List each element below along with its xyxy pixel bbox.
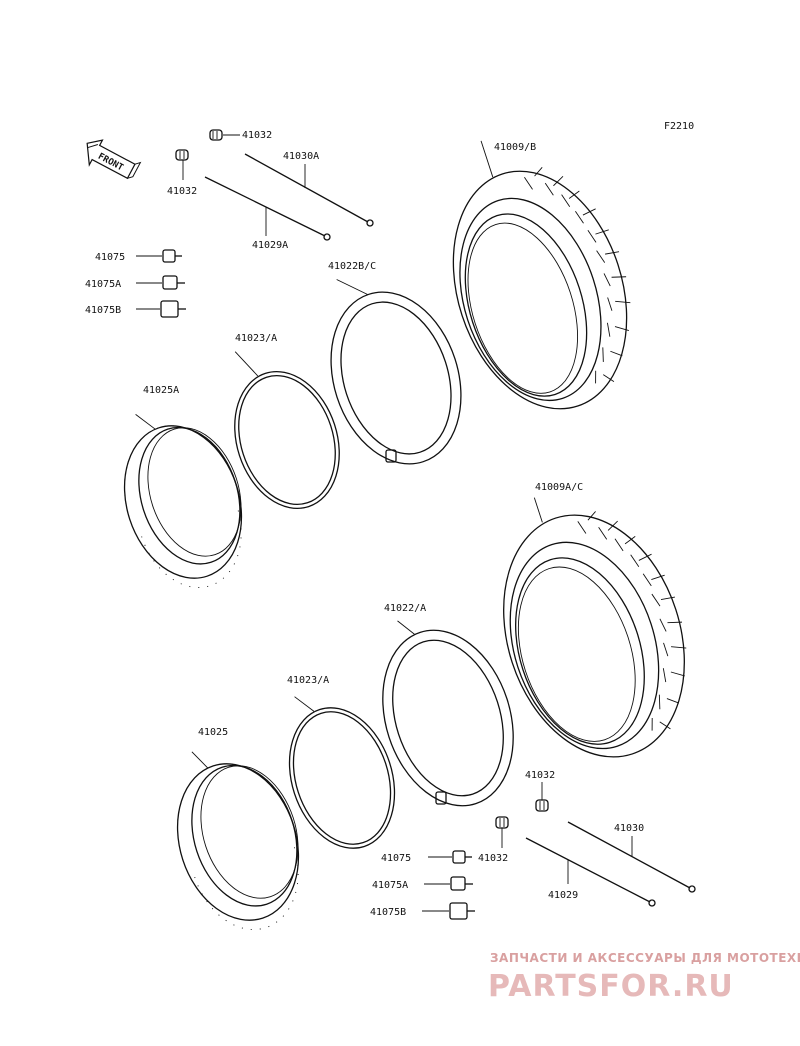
rim-band-lower — [288, 696, 396, 849]
label-41030a: 41030A — [283, 151, 319, 162]
label-41025: 41025 — [198, 727, 228, 738]
label-41075a-bottom: 41075A — [372, 880, 408, 891]
spoke-41030a — [244, 153, 374, 227]
label-41009ac: 41009A/C — [535, 482, 583, 493]
nipple-41075b — [136, 300, 186, 318]
rim-lower — [176, 751, 300, 930]
nipple-41075b-bottom — [422, 902, 475, 920]
label-41029a: 41029A — [252, 240, 288, 251]
label-41009b: 41009/B — [494, 142, 536, 153]
label-41029: 41029 — [548, 890, 578, 901]
valve-cap-lower — [535, 782, 549, 812]
label-41022bc: 41022B/C — [328, 261, 376, 272]
label-41023a-top: 41023/A — [235, 333, 277, 344]
label-41032-b2: 41032 — [478, 853, 508, 864]
watermark-tagline: ЗАПЧАСТИ И АКСЕССУАРЫ ДЛЯ МОТОТЕХНИКИ — [490, 951, 800, 965]
figure-code: F2210 — [664, 121, 694, 132]
spoke-41030 — [567, 821, 696, 893]
rim-band-upper — [234, 351, 340, 509]
label-41075b-bottom: 41075B — [370, 907, 406, 918]
spoke-41029 — [525, 837, 656, 907]
rim-upper — [123, 413, 243, 588]
label-41023a-bottom: 41023/A — [287, 675, 329, 686]
spoke-41029a — [204, 176, 331, 241]
label-41032-top: 41032 — [242, 130, 272, 141]
label-41075a: 41075A — [85, 279, 121, 290]
nipple-41075a — [136, 275, 185, 290]
label-41075b: 41075B — [85, 305, 121, 316]
label-41032-left: 41032 — [167, 186, 197, 197]
front-arrow-icon: FRONT — [86, 139, 142, 180]
tire-front — [503, 497, 687, 758]
valve-cap-top — [209, 129, 240, 141]
nipple-41075 — [136, 249, 182, 263]
label-41030: 41030 — [614, 823, 644, 834]
label-41022a: 41022/A — [384, 603, 426, 614]
label-41075: 41075 — [95, 252, 125, 263]
valve-core-left — [175, 149, 189, 180]
tube-lower — [382, 620, 514, 807]
nipple-41075-bottom — [428, 850, 472, 864]
nipple-41075a-bottom — [424, 876, 473, 891]
watermark-brand: PARTSFOR.RU — [488, 969, 734, 1004]
label-41075-bottom: 41075 — [381, 853, 411, 864]
label-41032-b1: 41032 — [525, 770, 555, 781]
label-41025a: 41025A — [143, 385, 179, 396]
valve-core-lower — [495, 816, 509, 848]
